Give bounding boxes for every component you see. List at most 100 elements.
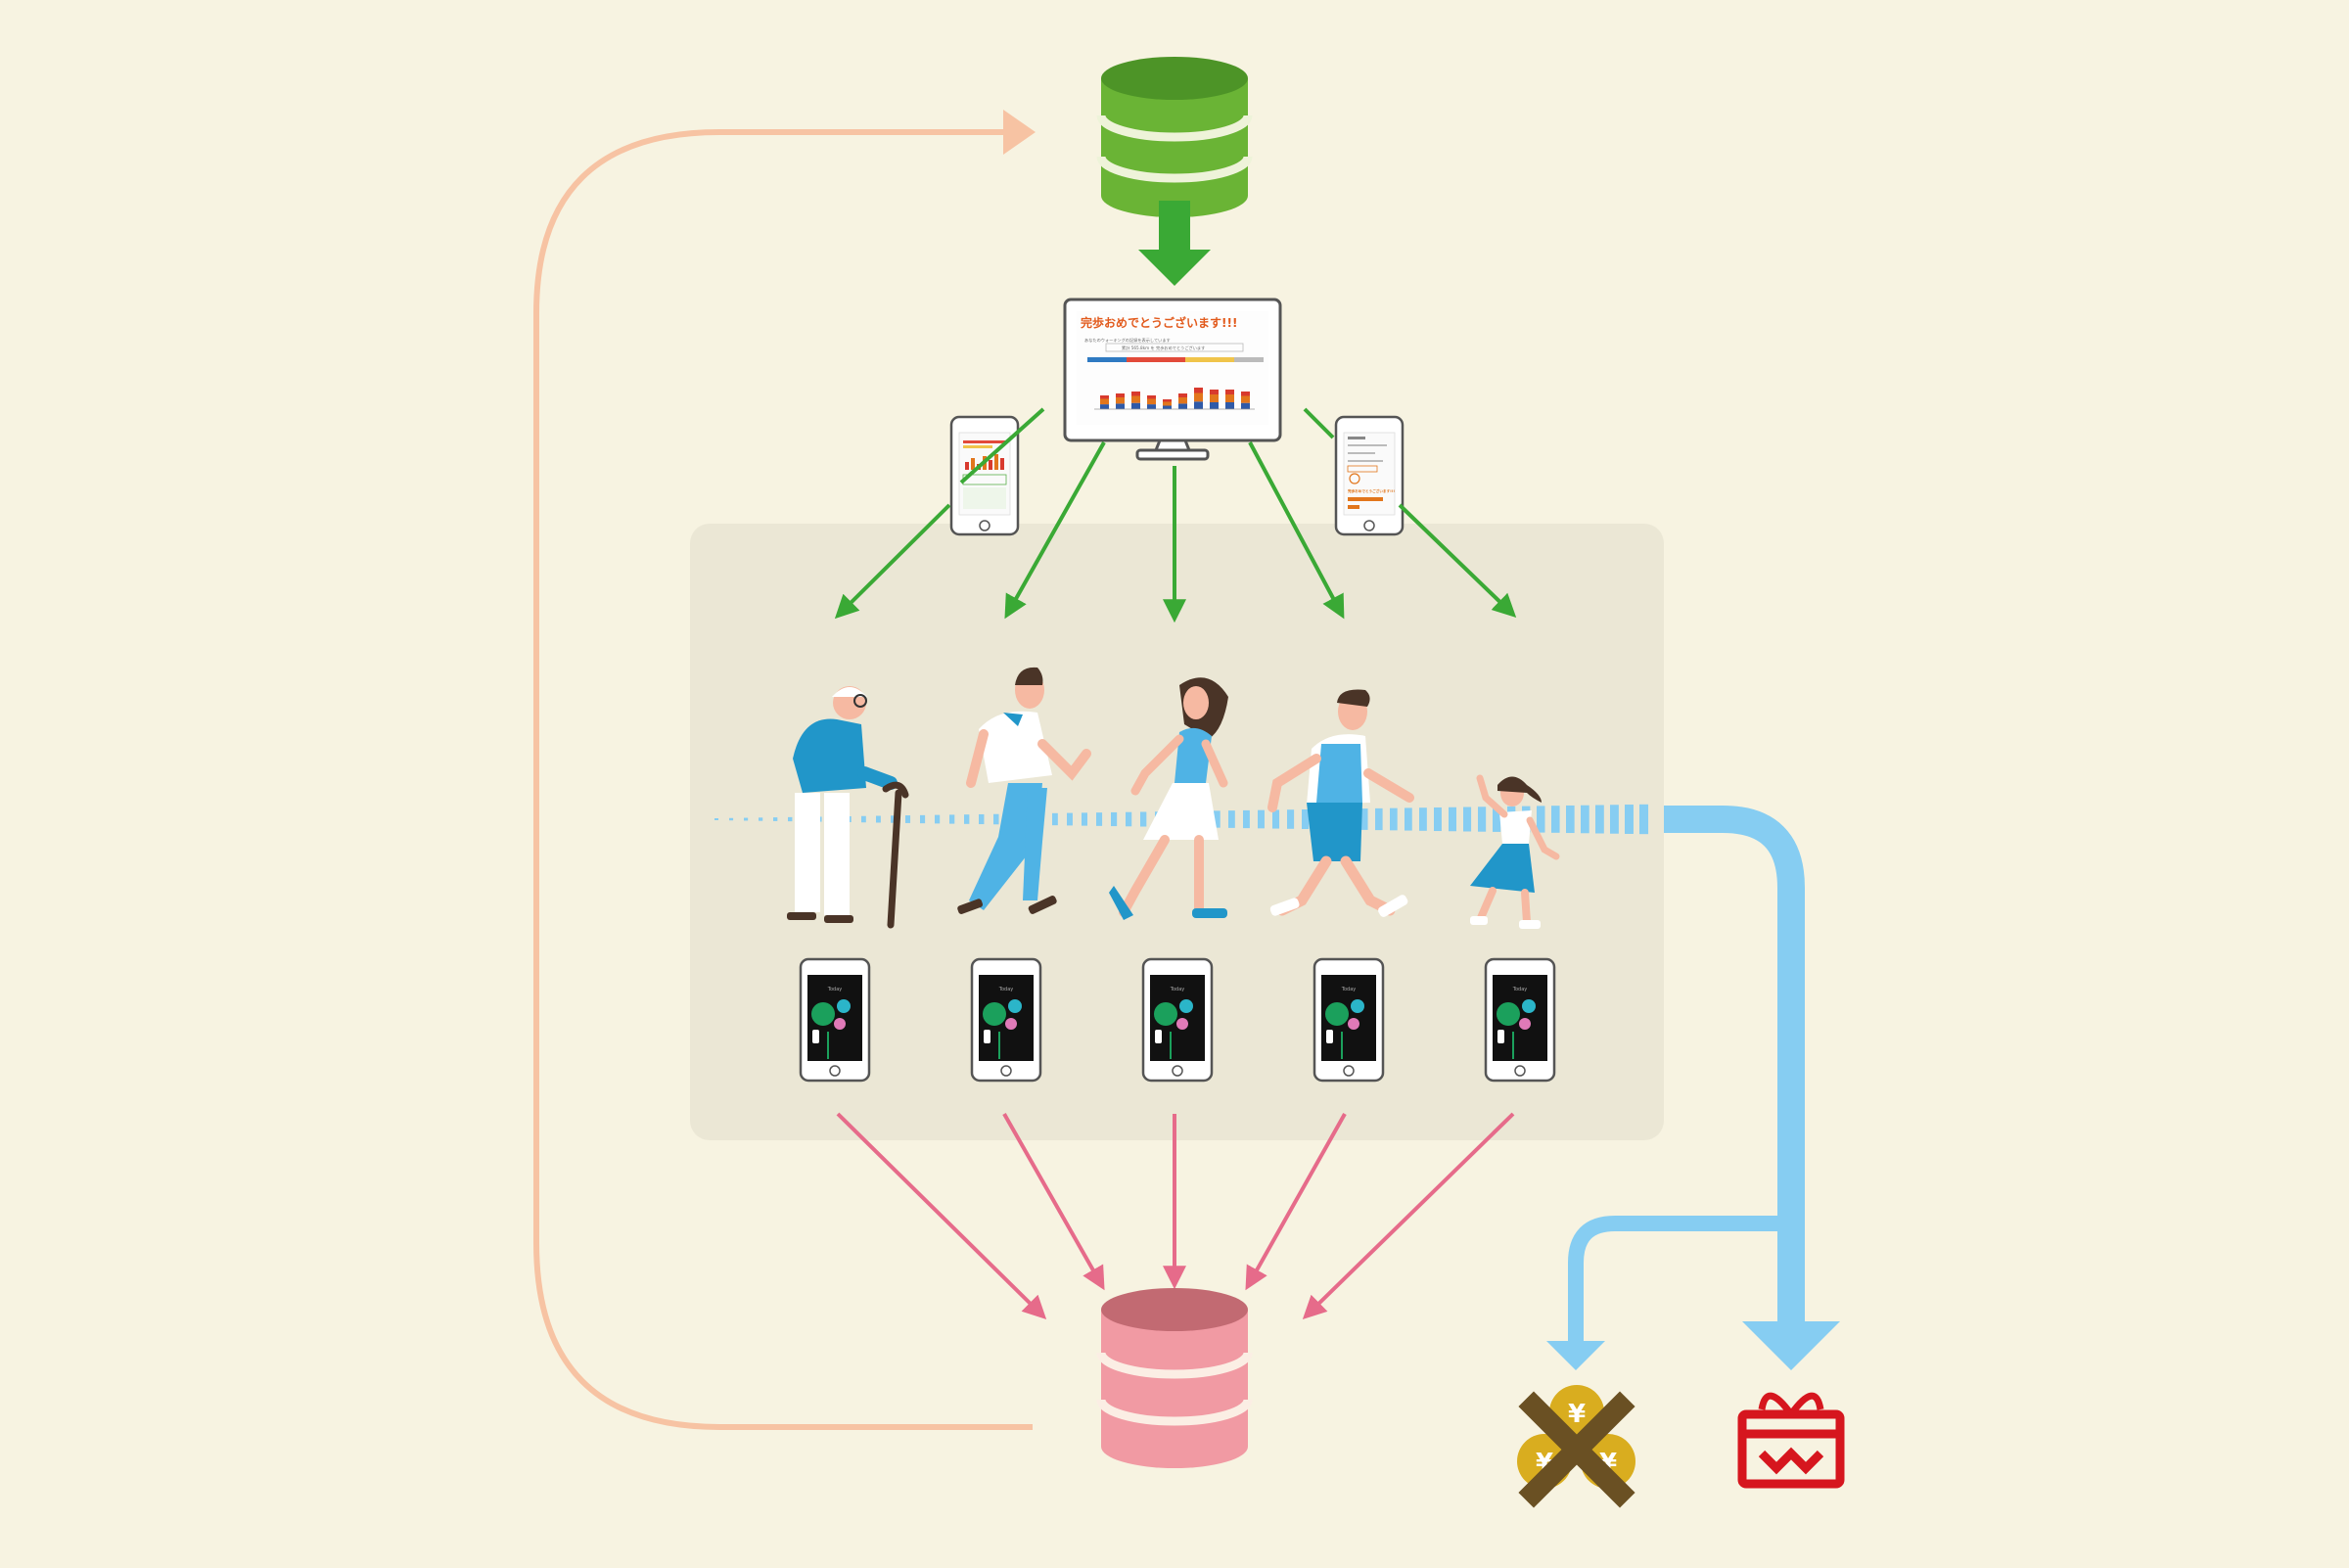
smartphone-icon: Today xyxy=(1313,957,1385,1083)
chart-bar xyxy=(1210,402,1219,409)
path-segment xyxy=(1082,812,1087,826)
monitor-body-line-2: 累計 565.8km を 完歩おめでとうございます xyxy=(1122,345,1205,351)
path-segment xyxy=(1463,807,1472,832)
home-button xyxy=(1000,1065,1012,1077)
slider-icon xyxy=(1155,1030,1162,1043)
chart-bar xyxy=(1241,402,1250,409)
monitor-headline: 完歩おめでとうございます!!! xyxy=(1081,315,1237,330)
activity-ring xyxy=(1497,1002,1520,1026)
walker-icon xyxy=(1109,677,1228,920)
chart-bar xyxy=(971,458,975,470)
path-segment xyxy=(1537,806,1545,833)
path-segment xyxy=(1096,812,1103,826)
feedback-loop-arrow xyxy=(533,110,1036,1430)
path-segment xyxy=(1419,807,1427,831)
coin-icon: ¥ ¥ ¥ xyxy=(1517,1385,1635,1508)
path-segment xyxy=(1434,807,1442,832)
activity-ring xyxy=(1325,1002,1349,1026)
activity-ring xyxy=(1519,1018,1531,1030)
chart-bar xyxy=(1225,394,1234,402)
path-segment xyxy=(1302,809,1310,829)
chart-bar xyxy=(1225,390,1234,394)
chart-bar xyxy=(1131,395,1140,403)
activity-ring xyxy=(1154,1002,1177,1026)
path-segment xyxy=(876,815,881,823)
tracker-title: Today xyxy=(998,987,1014,992)
path-segment xyxy=(1360,808,1368,830)
chart-bar xyxy=(1131,402,1140,409)
path-segment xyxy=(1067,812,1073,826)
path-segment xyxy=(1287,809,1295,829)
walker-icon xyxy=(1267,689,1414,917)
path-segment xyxy=(1610,805,1619,834)
path-segment xyxy=(1052,812,1058,826)
data-collection-arrows xyxy=(836,1112,1515,1320)
chart-bar xyxy=(1100,395,1109,399)
path-segment xyxy=(714,818,718,820)
chart-bar xyxy=(1210,394,1219,402)
chart-bar xyxy=(1225,402,1234,409)
path-segment xyxy=(935,814,941,824)
path-segment xyxy=(744,817,749,821)
chart-bar xyxy=(1241,395,1250,403)
activity-ring xyxy=(983,1002,1006,1026)
path-segment xyxy=(1258,809,1265,829)
data-flow-down-arrow xyxy=(1138,201,1211,286)
chart-bar xyxy=(1000,458,1004,470)
smartphone-icon xyxy=(949,415,1020,536)
walker-icon xyxy=(787,686,909,929)
path-segment xyxy=(1228,810,1235,828)
walker-icon xyxy=(1470,774,1560,929)
path-segment xyxy=(1551,806,1560,833)
path-segment xyxy=(905,815,911,823)
activity-ring xyxy=(1522,999,1536,1013)
activity-ring xyxy=(1005,1018,1017,1030)
slider-icon xyxy=(1497,1030,1504,1043)
chart-bar xyxy=(1241,392,1250,396)
smartphone-icon: 完歩おめでとうございます!!! xyxy=(1334,415,1405,536)
activity-ring xyxy=(1351,999,1364,1013)
path-segment xyxy=(1375,807,1383,831)
activity-ring xyxy=(1176,1018,1188,1030)
distribution-arrows xyxy=(834,407,1517,623)
chart-bar xyxy=(1147,404,1156,409)
chart-bar xyxy=(1194,388,1203,393)
home-button xyxy=(829,1065,841,1077)
monitor-mini-chart xyxy=(1094,388,1255,410)
activity-ring xyxy=(1179,999,1193,1013)
smartphone-icon: Today xyxy=(970,957,1042,1083)
chart-bar xyxy=(1100,398,1109,405)
path-segment xyxy=(1449,807,1456,832)
chart-bar xyxy=(1163,399,1172,402)
chart-bar xyxy=(1163,401,1172,406)
path-segment xyxy=(1214,810,1221,828)
chart-bar xyxy=(1178,397,1187,404)
gift-icon xyxy=(1737,1392,1845,1489)
cross-icon xyxy=(1518,1391,1635,1508)
chart-bar xyxy=(1116,393,1125,397)
chart-bar xyxy=(1178,403,1187,409)
chart-bar xyxy=(1100,404,1109,409)
path-segment xyxy=(1111,811,1118,827)
monitor-body-line-1: あなたのウォーキングの記録を表示しています xyxy=(1084,337,1171,344)
chart-bar xyxy=(1210,390,1219,394)
activity-ring xyxy=(834,1018,846,1030)
smartphone-icon: Today xyxy=(1141,957,1214,1083)
smartphone-icon: Today xyxy=(1484,957,1556,1083)
chart-bar xyxy=(1163,405,1172,409)
home-button xyxy=(1343,1065,1355,1077)
chart-bar xyxy=(1147,398,1156,405)
reward-flow-arrow xyxy=(1546,806,1840,1370)
walker-icon xyxy=(957,667,1091,914)
right-phone-headline: 完歩おめでとうございます!!! xyxy=(1348,488,1395,493)
slider-icon xyxy=(984,1030,990,1043)
tracker-title: Today xyxy=(827,987,843,992)
path-segment xyxy=(1493,807,1501,832)
path-segment xyxy=(979,813,985,825)
activity-ring xyxy=(811,1002,835,1026)
tracker-title: Today xyxy=(1170,987,1185,992)
activity-ring xyxy=(837,999,851,1013)
chart-bar xyxy=(1116,403,1125,409)
path-segment xyxy=(729,817,734,821)
